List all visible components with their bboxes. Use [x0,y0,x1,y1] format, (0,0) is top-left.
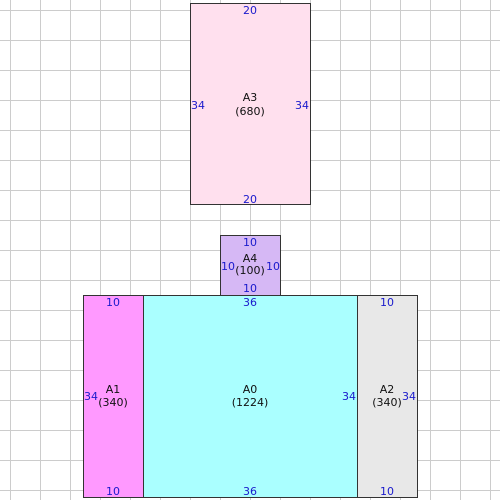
room-a3-dim-bottom: 20 [243,193,257,206]
room-a3-dim-top: 20 [243,4,257,17]
room-a0-shape[interactable] [143,295,358,498]
room-a3-area: (680) [235,105,265,118]
room-a0-name: A0 [243,383,258,396]
room-a1-name: A1 [106,383,121,396]
room-a0-dim-bottom: 36 [243,485,257,498]
room-a3-shape[interactable] [190,3,311,205]
room-a2-area: (340) [372,396,402,409]
room-a3-name: A3 [243,91,258,104]
room-a3[interactable]: A3 (680) 20 20 34 34 [190,3,311,207]
room-a1-dim-bottom: 10 [106,485,120,498]
room-a0-dim-top: 36 [243,296,257,309]
room-a4[interactable]: A4 (100) 10 10 10 10 [220,235,281,296]
room-a4-shape[interactable] [220,235,281,296]
room-a4-dim-right: 10 [266,260,280,273]
room-a2-shape[interactable] [357,295,418,498]
room-a2-name: A2 [380,383,395,396]
room-a2[interactable]: A2 (340) 10 10 34 34 [342,295,418,499]
room-a2-dim-top: 10 [380,296,394,309]
room-a4-dim-left: 10 [221,260,235,273]
room-a2-dim-bottom: 10 [380,485,394,498]
room-a0[interactable]: A0 (1224) 36 36 34 34 [143,295,358,499]
room-a3-dim-right: 34 [295,99,309,112]
room-a4-name: A4 [243,252,258,265]
room-a1-dim-left: 34 [84,390,98,403]
room-a1-dim-top: 10 [106,296,120,309]
room-a0-dim-right: 34 [342,390,356,403]
room-a1-shape[interactable] [83,295,144,498]
room-a4-dim-bottom: 10 [243,282,257,295]
room-a4-dim-top: 10 [243,236,257,249]
room-a1[interactable]: A1 (340) 10 10 34 34 [83,295,159,499]
room-a3-dim-left: 34 [191,99,205,112]
room-a2-dim-right: 34 [402,390,416,403]
room-a4-area: (100) [235,264,265,277]
room-a0-area: (1224) [232,396,269,409]
room-a1-area: (340) [98,396,128,409]
